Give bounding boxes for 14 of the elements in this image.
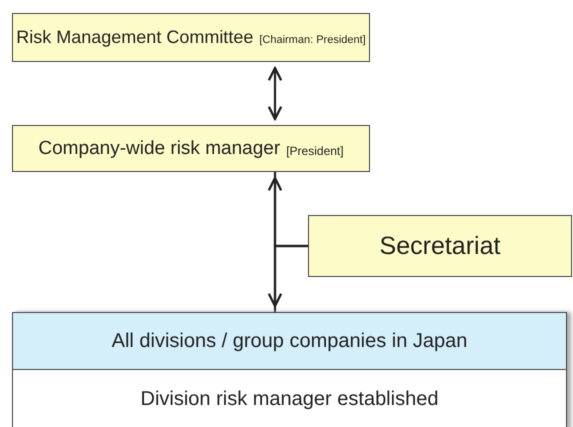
connector-line xyxy=(274,244,308,312)
node-note: [President] xyxy=(286,144,344,158)
node-note: [Chairman: President] xyxy=(259,34,366,46)
process-box xyxy=(12,13,370,62)
node-title: Risk Management Committee xyxy=(16,27,254,48)
node-note: Division risk manager established xyxy=(140,387,440,412)
node-title: All divisions / group companies in Japan xyxy=(13,313,566,370)
process-box xyxy=(308,215,572,277)
node-title: Company-wide risk manager xyxy=(38,138,280,160)
process-box xyxy=(12,125,370,172)
organization-box xyxy=(12,312,567,427)
arrow xyxy=(268,66,282,120)
arrow xyxy=(268,176,282,308)
node-title: Secretariat xyxy=(380,232,500,260)
